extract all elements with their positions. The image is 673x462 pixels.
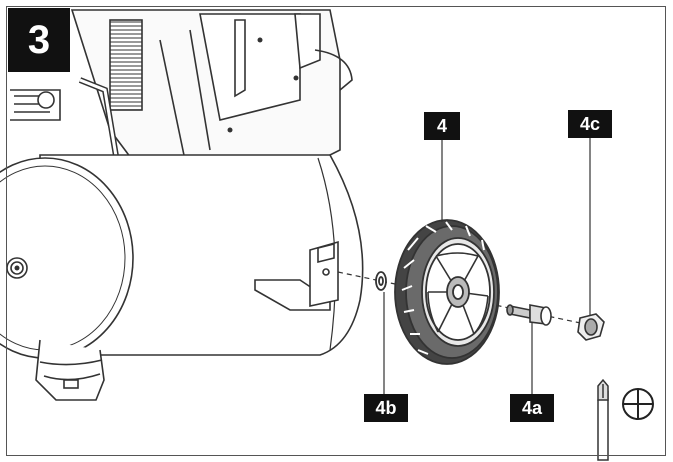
washer-part bbox=[375, 271, 387, 291]
cap-nut-part bbox=[577, 313, 605, 341]
callout-cap-nut: 4c bbox=[568, 110, 612, 138]
step-number-badge: 3 bbox=[8, 8, 70, 72]
screwdriver-tool bbox=[597, 378, 609, 461]
leader-lines bbox=[383, 138, 591, 394]
callout-washer: 4b bbox=[364, 394, 408, 422]
callout-axle-bolt: 4a bbox=[510, 394, 554, 422]
callout-wheel: 4 bbox=[424, 112, 460, 140]
axle-bolt-part bbox=[506, 304, 552, 326]
wheel-part bbox=[394, 219, 500, 365]
compressor-tank bbox=[0, 9, 364, 401]
phillips-screwdriver-icon bbox=[622, 388, 654, 420]
